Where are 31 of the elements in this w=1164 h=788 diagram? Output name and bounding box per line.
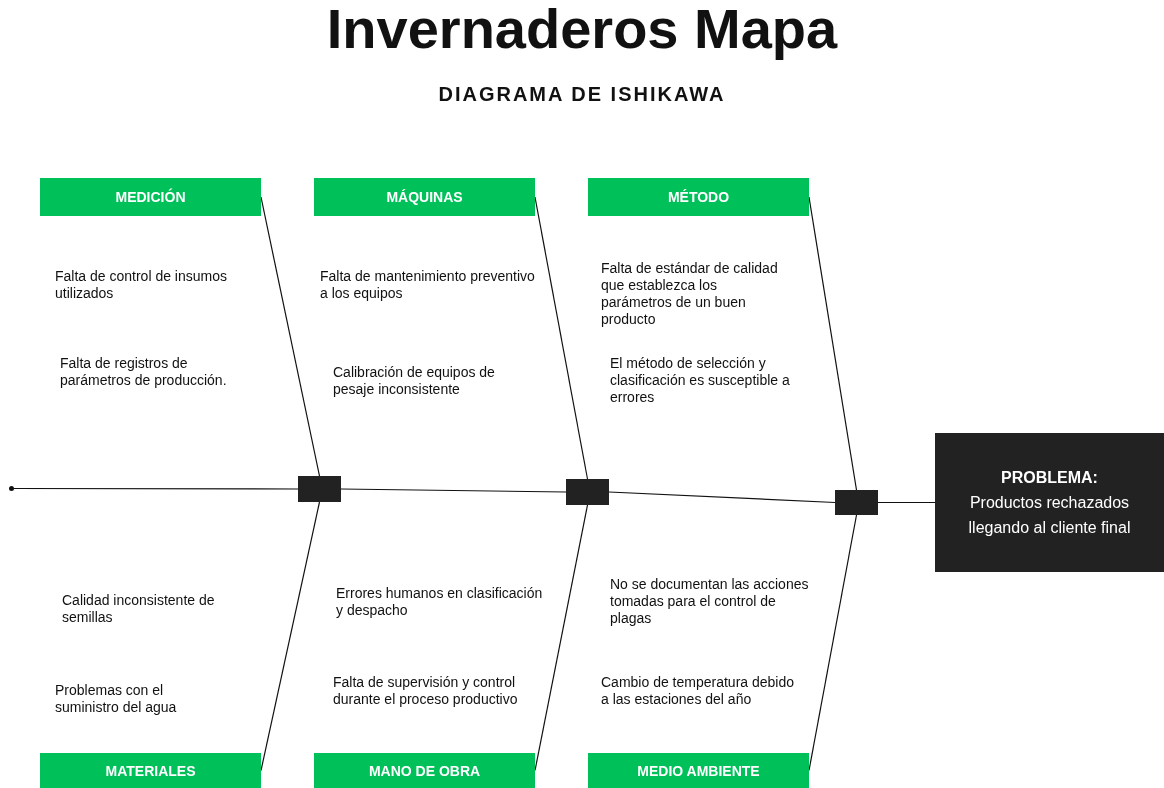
junction-square bbox=[835, 490, 878, 515]
start-dot bbox=[9, 486, 14, 491]
problem-heading: PROBLEMA: bbox=[1001, 468, 1098, 488]
cause-text: Calibración de equipos de pesaje inconsistente bbox=[333, 364, 496, 398]
category-header: MATERIALES bbox=[40, 753, 261, 788]
cause-text: No se documentan las acciones tomadas para el control de plagas bbox=[610, 576, 810, 627]
cause-text: Falta de estándar de calidad que establezca los parámetros de un buen producto bbox=[601, 260, 779, 328]
cause-text: Falta de registros de parámetros de producción. bbox=[60, 355, 228, 389]
problem-text: Productos rechazados llegando al cliente final bbox=[967, 493, 1132, 538]
spine-line bbox=[340, 488, 567, 493]
category-header: MÁQUINAS bbox=[314, 178, 535, 216]
cause-text: Cambio de temperatura debido a las estaciones del año bbox=[601, 674, 795, 708]
cause-text: Errores humanos en clasificación y despacho bbox=[336, 585, 544, 619]
cause-text: Calidad inconsistente de semillas bbox=[62, 592, 216, 626]
problem-box bbox=[935, 433, 1164, 572]
cause-text: Falta de supervisión y control durante el proceso productivo bbox=[333, 674, 519, 708]
spine-line bbox=[608, 491, 836, 504]
subtitle-text: DIAGRAMA DE ISHIKAWA bbox=[437, 82, 727, 106]
junction-square bbox=[566, 479, 609, 505]
category-header: MÉTODO bbox=[588, 178, 809, 216]
cause-text: Problemas con el suministro del agua bbox=[55, 682, 178, 716]
junction-square bbox=[298, 476, 341, 502]
cause-text: El método de selección y clasificación es susceptible a errores bbox=[610, 355, 791, 406]
spine-line bbox=[13, 487, 299, 490]
category-header: MEDIO AMBIENTE bbox=[588, 753, 809, 788]
category-header: MANO DE OBRA bbox=[314, 753, 535, 788]
cause-text: Falta de control de insumos utilizados bbox=[55, 268, 228, 302]
category-header: MEDICIÓN bbox=[40, 178, 261, 216]
cause-text: Falta de mantenimiento preventivo a los equipos bbox=[320, 268, 535, 302]
spine-line bbox=[877, 501, 936, 504]
title-text: Invernaderos Mapa bbox=[325, 0, 839, 61]
